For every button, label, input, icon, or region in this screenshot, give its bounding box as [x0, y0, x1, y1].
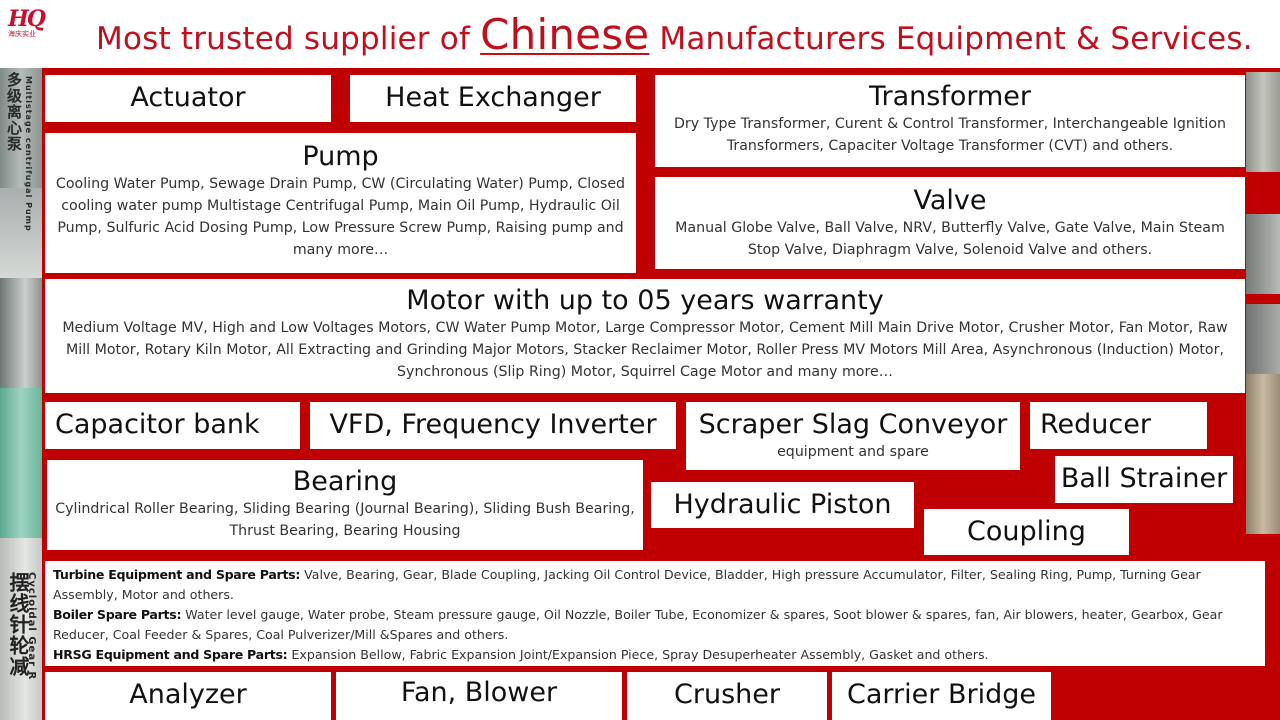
category-analyzer[interactable]: Analyzer [45, 672, 331, 720]
category-title: Bearing [292, 466, 398, 497]
category-motor[interactable]: Motor with up to 05 years warranty Mediu… [45, 279, 1245, 393]
category-title: Capacitor bank [55, 409, 260, 440]
category-vfd[interactable]: VFD, Frequency Inverter [310, 402, 676, 449]
category-title: Analyzer [129, 679, 247, 710]
spare-parts-text: Valve, Bearing, Gear, Blade Coupling, Ja… [53, 567, 1201, 602]
nameplate-photo [1246, 374, 1280, 534]
nameplate-photo [0, 188, 42, 278]
spare-parts-label: HRSG Equipment and Spare Parts: [53, 647, 288, 662]
category-scraper-slag-conveyor[interactable]: Scraper Slag Conveyor equipment and spar… [686, 402, 1020, 470]
category-title: Reducer [1040, 409, 1151, 440]
category-title: Crusher [674, 679, 780, 710]
category-title: Scraper Slag Conveyor [698, 409, 1008, 440]
category-fan-blower[interactable]: Fan, Blower [336, 672, 622, 720]
spare-parts-label: Turbine Equipment and Spare Parts: [53, 567, 301, 582]
category-title: Valve [913, 185, 987, 216]
logo-mark: HQ [8, 6, 46, 32]
category-reducer[interactable]: Reducer [1030, 402, 1207, 449]
category-actuator[interactable]: Actuator [45, 75, 331, 122]
title-highlight: Chinese [480, 10, 650, 59]
category-title: Ball Strainer [1060, 463, 1228, 494]
category-bearing[interactable]: Bearing Cylindrical Roller Bearing, Slid… [47, 460, 643, 550]
category-title: Transformer [868, 81, 1031, 112]
nameplate-photo [1246, 214, 1280, 294]
title-before: Most trusted supplier of [96, 21, 481, 57]
category-title: Hydraulic Piston [673, 489, 892, 520]
category-description: Manual Globe Valve, Ball Valve, NRV, But… [675, 220, 1225, 258]
spare-parts-turbine: Turbine Equipment and Spare Parts: Valve… [53, 565, 1257, 605]
nameplate-photo [0, 68, 42, 188]
title-after: Manufacturers Equipment & Services. [649, 21, 1253, 57]
reducer-plate-text-en: Cycloidal Gear R [26, 572, 37, 681]
category-transformer[interactable]: Transformer Dry Type Transformer, Curent… [655, 75, 1245, 167]
category-description: Cooling Water Pump, Sewage Drain Pump, C… [55, 176, 626, 258]
category-carrier-bridge[interactable]: Carrier Bridge [832, 672, 1051, 720]
category-coupling[interactable]: Coupling [924, 509, 1129, 555]
company-logo: HQ 海庆实业 [8, 8, 56, 44]
pump-plate-text-en: Multistage centrifugal Pump [24, 76, 33, 232]
category-ball-strainer[interactable]: Ball Strainer [1055, 456, 1233, 503]
category-pump[interactable]: Pump Cooling Water Pump, Sewage Drain Pu… [45, 133, 636, 273]
spare-parts-hrsg: HRSG Equipment and Spare Parts: Expansio… [53, 645, 1257, 665]
header: HQ 海庆实业 Most trusted supplier of Chinese… [0, 0, 1280, 68]
nameplate-photo [1246, 72, 1280, 172]
spare-parts-label: Boiler Spare Parts: [53, 607, 182, 622]
left-photo-strip: 多级离心泵 Multistage centrifugal Pump 摆线针轮减 … [0, 68, 42, 720]
category-title: Motor with up to 05 years warranty [406, 285, 884, 316]
green-nameplate-photo [0, 388, 42, 538]
category-description: Cylindrical Roller Bearing, Sliding Bear… [55, 501, 635, 539]
category-description: Medium Voltage MV, High and Low Voltages… [62, 320, 1228, 380]
category-title: Pump [302, 141, 379, 172]
spare-parts-text: Expansion Bellow, Fabric Expansion Joint… [287, 647, 989, 662]
category-valve[interactable]: Valve Manual Globe Valve, Ball Valve, NR… [655, 177, 1245, 269]
category-title: Actuator [130, 82, 246, 113]
category-title: Fan, Blower [400, 677, 558, 708]
spare-parts-boiler: Boiler Spare Parts: Water level gauge, W… [53, 605, 1257, 645]
category-title: Coupling [967, 516, 1086, 547]
category-description: equipment and spare [777, 444, 929, 460]
category-description: Dry Type Transformer, Curent & Control T… [673, 116, 1227, 154]
pump-plate-text: 多级离心泵 [5, 72, 23, 152]
logo-subtitle: 海庆实业 [8, 30, 36, 38]
spare-parts-list: Turbine Equipment and Spare Parts: Valve… [45, 561, 1265, 666]
category-capacitor-bank[interactable]: Capacitor bank [45, 402, 300, 449]
reducer-plate-text: 摆线针轮减 [6, 572, 30, 677]
category-hydraulic-piston[interactable]: Hydraulic Piston [651, 482, 914, 528]
spare-parts-text: Water level gauge, Water probe, Steam pr… [53, 607, 1223, 642]
category-title: VFD, Frequency Inverter [329, 409, 657, 440]
category-title: Carrier Bridge [847, 679, 1036, 710]
category-title: Heat Exchanger [385, 82, 601, 113]
nameplate-photo [0, 538, 42, 720]
category-crusher[interactable]: Crusher [627, 672, 827, 720]
category-heat-exchanger[interactable]: Heat Exchanger [350, 75, 636, 122]
nameplate-photo [0, 278, 42, 388]
page-title: Most trusted supplier of Chinese Manufac… [96, 10, 1253, 59]
